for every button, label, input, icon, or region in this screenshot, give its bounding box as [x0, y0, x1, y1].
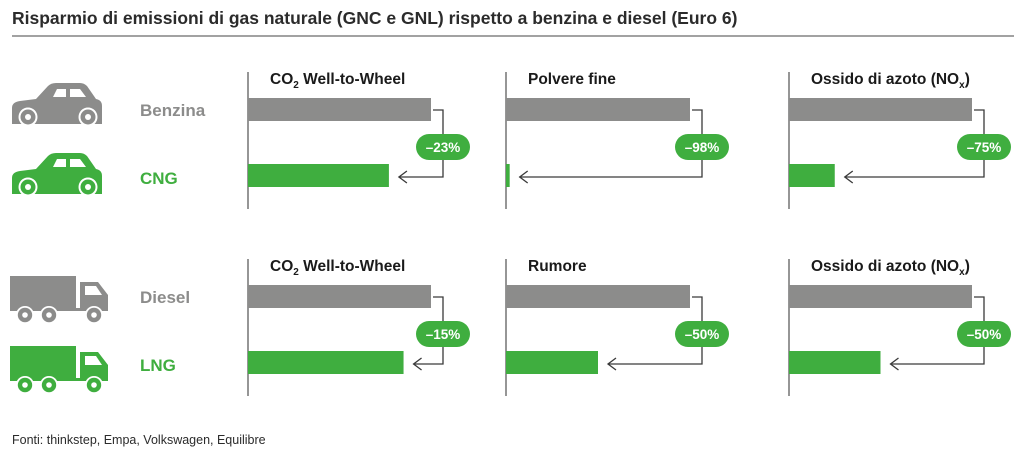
metric-title-suffix: Well-to-Wheel [299, 258, 406, 275]
car-window [70, 89, 86, 97]
row-label-conventional: Benzina [140, 101, 206, 120]
metric-panel: Polvere fine –98% [505, 71, 729, 209]
metric-title-sub: 2 [293, 267, 299, 278]
metric-panel: Ossido di azoto (NOx) –50% [788, 258, 1011, 396]
bar-conventional [506, 285, 690, 308]
bar-conventional [248, 285, 431, 308]
source-note: Fonti: thinkstep, Empa, Volkswagen, Equi… [12, 433, 266, 447]
metric-title-main: CO [270, 258, 293, 275]
metric-title-main: Polvere fine [528, 71, 616, 88]
row-label-conventional: Diesel [140, 288, 190, 307]
car-icon [12, 83, 102, 127]
car-gas-wrapper [12, 153, 102, 197]
row-label-gas: CNG [140, 169, 178, 188]
change-badge-label: –98% [685, 140, 720, 155]
metric-title-sub: x [959, 80, 965, 91]
car-wheel-hub [85, 114, 91, 120]
change-arrowhead [518, 170, 529, 184]
truck-chassis [10, 378, 108, 381]
metric-title-sub: x [959, 267, 965, 278]
metric-panel: Rumore –50% [505, 258, 729, 396]
change-badge [675, 134, 729, 160]
change-arrowhead [412, 357, 422, 371]
truck-chassis [10, 308, 108, 311]
bar-conventional [789, 285, 972, 308]
change-arrowhead [889, 357, 899, 371]
change-badge [957, 134, 1011, 160]
car-window [53, 89, 66, 97]
truck-window [85, 356, 102, 365]
truck-gas-wrapper [10, 346, 108, 394]
bar-gas [789, 351, 881, 374]
car-wheel-hub [25, 184, 31, 190]
change-badge [416, 321, 470, 347]
metric-title-main: Ossido di azoto (NO [811, 258, 959, 275]
truck-wheel-hub [22, 312, 28, 318]
metric-title: Ossido di azoto (NOx) [811, 71, 970, 91]
metric-title: Ossido di azoto (NOx) [811, 258, 970, 278]
bar-conventional [789, 98, 972, 121]
change-badge-label: –75% [967, 140, 1002, 155]
truck-wheel-hub [91, 382, 97, 388]
truck-wheel-hub [22, 382, 28, 388]
chart-title: Risparmio di emissioni di gas naturale (… [12, 8, 737, 28]
truck-wheel-hub [46, 312, 52, 318]
truck-cargo [10, 276, 76, 308]
metric-title: CO2 Well-to-Wheel [270, 258, 405, 278]
change-badge-label: –23% [426, 140, 461, 155]
change-badge-label: –50% [967, 327, 1002, 342]
metric-panel: CO2 Well-to-Wheel –15% [247, 258, 470, 396]
bar-conventional [506, 98, 690, 121]
metric-title: Polvere fine [528, 71, 616, 88]
metric-title-suffix: Well-to-Wheel [299, 71, 406, 88]
change-badge-label: –15% [426, 327, 461, 342]
change-badge-label: –50% [685, 327, 720, 342]
truck-conv-wrapper [10, 276, 108, 324]
truck-icon [10, 346, 108, 394]
car-icon [12, 153, 102, 197]
row-label-gas: LNG [140, 356, 176, 375]
metric-title-main: CO [270, 71, 293, 88]
metric-title-suffix: ) [965, 71, 970, 88]
car-wheel-hub [85, 184, 91, 190]
bar-conventional [248, 98, 431, 121]
change-badge [416, 134, 470, 160]
change-arrowhead [606, 357, 617, 371]
truck-window [85, 286, 102, 295]
truck-icon [10, 276, 108, 324]
metric-panel: Ossido di azoto (NOx) –75% [788, 71, 1011, 209]
bar-gas [789, 164, 835, 187]
metric-title-suffix: ) [965, 258, 970, 275]
change-badge [957, 321, 1011, 347]
truck-wheel-hub [46, 382, 52, 388]
bar-gas [506, 351, 598, 374]
metric-title: Rumore [528, 258, 587, 275]
metric-title-main: Rumore [528, 258, 587, 275]
bar-gas [248, 164, 389, 187]
truck-wheel-hub [91, 312, 97, 318]
metric-title: CO2 Well-to-Wheel [270, 71, 405, 91]
change-arrowhead [397, 170, 408, 184]
metric-title-sub: 2 [293, 80, 299, 91]
car-window [53, 159, 66, 167]
bar-gas [506, 164, 510, 187]
metric-panel: CO2 Well-to-Wheel –23% [247, 71, 470, 209]
change-arrowhead [843, 170, 854, 184]
car-window [70, 159, 86, 167]
truck-cargo [10, 346, 76, 378]
metric-title-main: Ossido di azoto (NO [811, 71, 959, 88]
bar-gas [248, 351, 404, 374]
car-wheel-hub [25, 114, 31, 120]
change-badge [675, 321, 729, 347]
